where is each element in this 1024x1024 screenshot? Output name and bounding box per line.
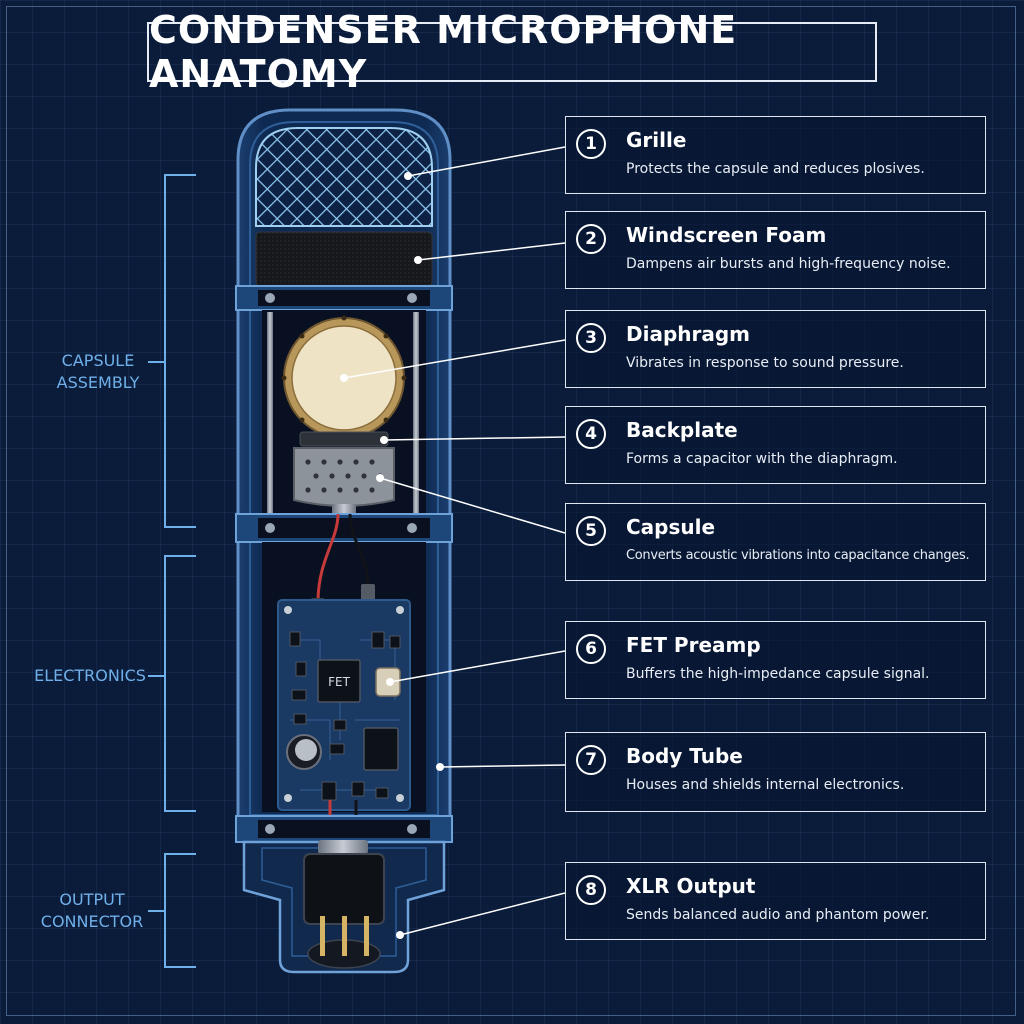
callout-description: Converts acoustic vibrations into capaci… xyxy=(626,548,970,563)
fet-preamp-board xyxy=(277,599,411,811)
group-label-electronics: ELECTRONICS xyxy=(32,665,148,687)
callout-description: Dampens air bursts and high-frequency no… xyxy=(626,256,951,272)
callout-number: 3 xyxy=(576,323,606,353)
callout-number: 8 xyxy=(576,875,606,905)
callout-description: Houses and shields internal electronics. xyxy=(626,777,905,793)
callout-description: Forms a capacitor with the diaphragm. xyxy=(626,451,898,467)
callout-title: Capsule xyxy=(626,515,716,539)
xlr-housing xyxy=(242,840,446,974)
callout-description: Buffers the high-impedance capsule signa… xyxy=(626,666,930,682)
callout-grille: 1 Grille Protects the capsule and reduce… xyxy=(565,116,986,194)
grille xyxy=(255,127,433,227)
group-label-line: ELECTRONICS xyxy=(34,666,146,685)
callout-windscreen-foam: 2 Windscreen Foam Dampens air bursts and… xyxy=(565,211,986,289)
callout-title: FET Preamp xyxy=(626,633,761,657)
callout-title: Grille xyxy=(626,128,687,152)
callout-title: Body Tube xyxy=(626,744,743,768)
lower-clamp xyxy=(235,815,453,843)
group-label-line: CAPSULE xyxy=(61,351,135,370)
callout-diaphragm: 3 Diaphragm Vibrates in response to soun… xyxy=(565,310,986,388)
group-label-output-connector: OUTPUT CONNECTOR xyxy=(34,889,150,933)
group-label-line: ASSEMBLY xyxy=(56,373,140,392)
fet-chip-label: FET xyxy=(328,675,350,689)
callout-xlr-output: 8 XLR Output Sends balanced audio and ph… xyxy=(565,862,986,940)
upper-clamp xyxy=(235,285,453,311)
callout-number: 2 xyxy=(576,224,606,254)
callout-description: Vibrates in response to sound pressure. xyxy=(626,355,904,371)
group-brackets xyxy=(148,174,196,968)
group-label-line: CONNECTOR xyxy=(40,912,144,931)
callout-fet-preamp: 6 FET Preamp Buffers the high-impedance … xyxy=(565,621,986,699)
callout-body-tube: 7 Body Tube Houses and shields internal … xyxy=(565,732,986,812)
callout-title: XLR Output xyxy=(626,874,756,898)
middle-clamp xyxy=(235,513,453,543)
capsule-body xyxy=(293,447,395,514)
callout-title: Diaphragm xyxy=(626,322,751,346)
backplate xyxy=(299,431,389,447)
callout-number: 4 xyxy=(576,419,606,449)
callout-number: 7 xyxy=(576,745,606,775)
callout-backplate: 4 Backplate Forms a capacitor with the d… xyxy=(565,406,986,484)
callout-description: Sends balanced audio and phantom power. xyxy=(626,907,930,923)
group-label-capsule-assembly: CAPSULE ASSEMBLY xyxy=(40,350,156,394)
callout-number: 6 xyxy=(576,634,606,664)
leader-dots xyxy=(340,172,444,939)
callout-title: Windscreen Foam xyxy=(626,223,827,247)
windscreen-foam xyxy=(255,231,433,287)
group-label-line: OUTPUT xyxy=(59,890,125,909)
capsule-wires xyxy=(316,513,370,603)
callout-number: 5 xyxy=(576,516,606,546)
callout-description: Protects the capsule and reduces plosive… xyxy=(626,161,925,177)
callout-title: Backplate xyxy=(626,418,738,442)
outer-frame xyxy=(6,6,1016,1016)
support-rods xyxy=(267,312,419,514)
callout-number: 1 xyxy=(576,129,606,159)
callout-capsule: 5 Capsule Converts acoustic vibrations i… xyxy=(565,503,986,581)
leader-lines xyxy=(343,146,566,936)
